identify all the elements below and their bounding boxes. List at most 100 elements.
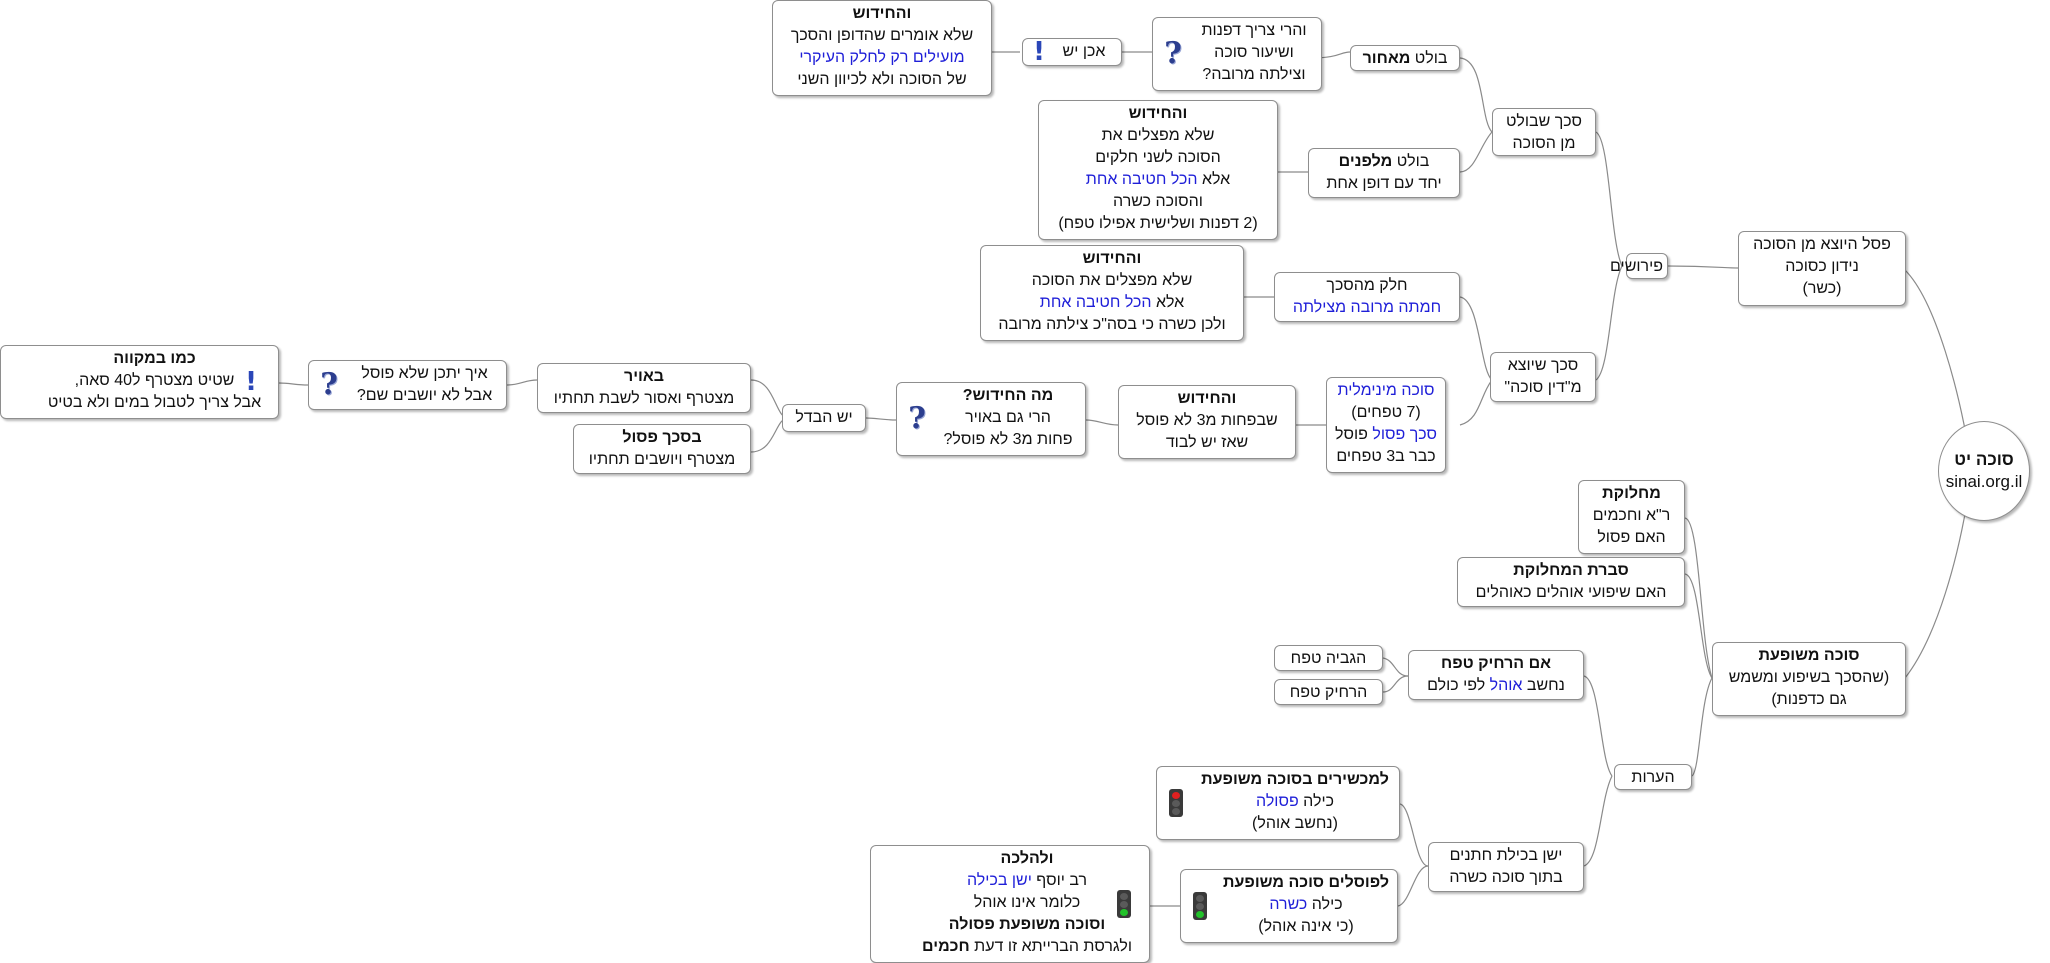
hegbia-tefach-node[interactable]: הגביה טפח (1274, 645, 1383, 671)
node-text-highlight: מועילים רק לחלק העיקרי (799, 49, 965, 66)
sechach-yotze-node[interactable]: סכך שיוצא מ"דין סוכה" (1490, 352, 1596, 402)
connector (1382, 657, 1409, 677)
node-text: בולט (1392, 153, 1430, 170)
connector (1459, 131, 1493, 173)
node-text: בולט (1410, 50, 1448, 67)
node-text: רב יוסף (1031, 872, 1087, 889)
node-text-highlight: ישן בכילה (966, 872, 1032, 889)
node-text: שטיט מצטרף ל40 סאה, (74, 372, 235, 389)
connector (1397, 865, 1429, 907)
connector (1667, 265, 1739, 269)
question-mark-icon: ? (1164, 36, 1182, 71)
node-text: שלא אומרים שהדופן והסכך (790, 27, 974, 44)
root-node[interactable]: סוכה יט sinai.org.il (1938, 421, 2030, 521)
ma-hachidush-node[interactable]: ? מה החידוש? הרי גם באויר פחות מ3 לא פוס… (896, 382, 1086, 456)
exclamation-icon: ! (1033, 37, 1045, 67)
root-site: sinai.org.il (1945, 472, 2023, 491)
chidush2-node[interactable]: והחידוש שלא מפצלים את הסוכה לשני חלקים א… (1038, 100, 1278, 240)
node-text-highlight: חמתה מרובה מצילתה (1292, 299, 1442, 316)
sechach-boletz-node[interactable]: סכך שבולט מן הסוכה (1492, 108, 1596, 156)
connector (1459, 57, 1493, 133)
yashen-node[interactable]: ישן בכילת חתנים בתוך סוכה כשרה (1428, 842, 1584, 892)
node-text: נחשב (1522, 677, 1565, 694)
connector (1399, 803, 1429, 867)
eich-yitachen-node[interactable]: ? איך יתכן שלא פוסל אבל לא יושבים שם? (308, 360, 507, 410)
node-title: לפוסלים סוכה משופעת (1223, 874, 1389, 891)
connector (278, 382, 309, 386)
basechach-pasul-node[interactable]: בסכך פסול מצטרף ויושבים תחתיו (573, 424, 751, 474)
node-text: (כשר) (1802, 280, 1842, 297)
connector (1583, 775, 1613, 867)
poslim-node[interactable]: לפוסלים סוכה משופעת כילה כשרה (כי אינה א… (1180, 869, 1398, 943)
im-hirchik-node[interactable]: אם הרחיק טפח נחשב אוהל לפי כולם (1408, 650, 1584, 700)
node-text: כילה (1307, 896, 1343, 913)
node-text: ושיעור סוכה (1214, 44, 1294, 61)
kmo-mikve-node[interactable]: ! כמו במקווה שטיט מצטרף ל40 סאה, אבל צרי… (0, 345, 279, 419)
chelek-node[interactable]: חלק מהסכך חמתה מרובה מצילתה (1274, 272, 1460, 322)
node-text: פחות מ3 לא פוסל? (943, 431, 1073, 448)
connector (1691, 677, 1713, 777)
node-text: האם פסול (1597, 529, 1666, 546)
achen-yesh-node[interactable]: ! אכן יש (1022, 37, 1122, 67)
node-text: והסוכה כשרה (1113, 193, 1203, 210)
node-text: פוסל (1335, 426, 1373, 443)
node-text-highlight: הכל חטיבה אחת (1039, 294, 1152, 311)
harei-tzarich-node[interactable]: ? והרי צריך דפנות ושיעור סוכה וצילתה מרו… (1152, 17, 1322, 91)
svarat-machloket-node[interactable]: סברת המחלוקת האם שיפועי אוהלים כאוהלים (1457, 557, 1685, 607)
root-title: סוכה יט (1954, 450, 2014, 469)
node-title: סוכה משופעת (1758, 647, 1860, 664)
traffic-light-red-icon (1169, 789, 1183, 817)
heorot-node[interactable]: הערות (1614, 764, 1692, 790)
node-text-bold: מלפנים (1338, 153, 1393, 170)
node-text: וצילתה מרובה? (1202, 66, 1306, 83)
machloket-node[interactable]: מחלוקת ר"א וחכמים האם פסול (1578, 480, 1685, 554)
node-text: פירושים (1610, 258, 1663, 275)
chidush4-node[interactable]: והחידוש שבפחות מ3 לא פוסל שאז יש לבוד (1118, 385, 1296, 459)
node-text: שבפחות מ3 לא פוסל (1136, 412, 1278, 429)
node-text-highlight: אוהל (1489, 677, 1523, 694)
connector (1459, 296, 1493, 381)
node-title: ולהלכה (1000, 850, 1054, 867)
connector (865, 417, 897, 421)
node-text: שלא מפצלים את הסוכה (1031, 272, 1193, 289)
node-title: מחלוקת (1602, 485, 1661, 502)
boletz-meachor-node[interactable]: בולט מאחור (1350, 45, 1460, 71)
hirchik-tefach-node[interactable]: הרחיק טפח (1274, 679, 1383, 705)
vehalacha-node[interactable]: ולהלכה רב יוסף ישן בכילה כלומר אינו אוהל… (870, 845, 1150, 963)
node-text: ולגרסת הברייתא זו דעת (969, 938, 1132, 955)
exclamation-icon: ! (245, 367, 257, 397)
node-title: אם הרחיק טפח (1440, 655, 1551, 672)
sukka-meshupaat-node[interactable]: סוכה משופעת (שהסכך בשיפוע ומשמש גם כדפנו… (1712, 642, 1906, 716)
node-text: מצטרף ויושבים תחתיו (588, 451, 736, 468)
node-text-bold: חכמים (922, 938, 970, 955)
sukka-minimalit-node[interactable]: סוכה מינימלית (7 טפחים) סכך פסול פוסל כב… (1326, 377, 1446, 473)
machshirim-node[interactable]: למכשירים בסוכה משופעת כילה פסולה (נחשב א… (1156, 766, 1400, 840)
node-text: פסל היוצא מן הסוכה (1753, 236, 1891, 253)
node-text: שאז יש לבוד (1165, 434, 1249, 451)
node-text: יחד עם דופן אחת (1326, 175, 1442, 192)
connector (1595, 131, 1623, 267)
node-text: נידון כסוכה (1785, 258, 1859, 275)
node-text: אבל לא יושבים שם? (356, 387, 493, 404)
baavir-node[interactable]: באויר מצטרף ואסור לשבת תחתיו (537, 363, 751, 413)
node-title: והחידוש (1082, 250, 1142, 267)
boletz-milfanim-node[interactable]: בולט מלפנים יחד עם דופן אחת (1308, 148, 1460, 198)
chidush3-node[interactable]: והחידוש שלא מפצלים את הסוכה אלא הכל חטיב… (980, 245, 1244, 341)
node-text: ר"א וחכמים (1592, 507, 1671, 524)
perushim-node[interactable]: פירושים (1610, 253, 1668, 279)
node-title: למכשירים בסוכה משופעת (1201, 771, 1389, 788)
chidush1-node[interactable]: והחידוש שלא אומרים שהדופן והסכך מועילים … (772, 0, 992, 96)
connector (506, 379, 538, 386)
connector (1684, 517, 1713, 679)
node-text-highlight: סכך פסול (1372, 426, 1437, 443)
node-text: מן הסוכה (1512, 135, 1576, 152)
node-title: והחידוש (1177, 390, 1237, 407)
node-text: אלא (1197, 171, 1231, 188)
node-text: של הסוכה ולא לכיוון השני (797, 71, 967, 88)
node-text: כבר ב3 טפחים (1336, 448, 1436, 465)
node-text: האם שיפועי אוהלים כאוהלים (1475, 584, 1667, 601)
node-text: הסוכה לשני חלקים (1095, 149, 1221, 166)
yesh-hevdel-node[interactable]: יש הבדל (782, 404, 866, 432)
pasul-node[interactable]: פסל היוצא מן הסוכה נידון כסוכה (כשר) (1738, 231, 1906, 306)
node-text: כילה (1298, 793, 1334, 810)
